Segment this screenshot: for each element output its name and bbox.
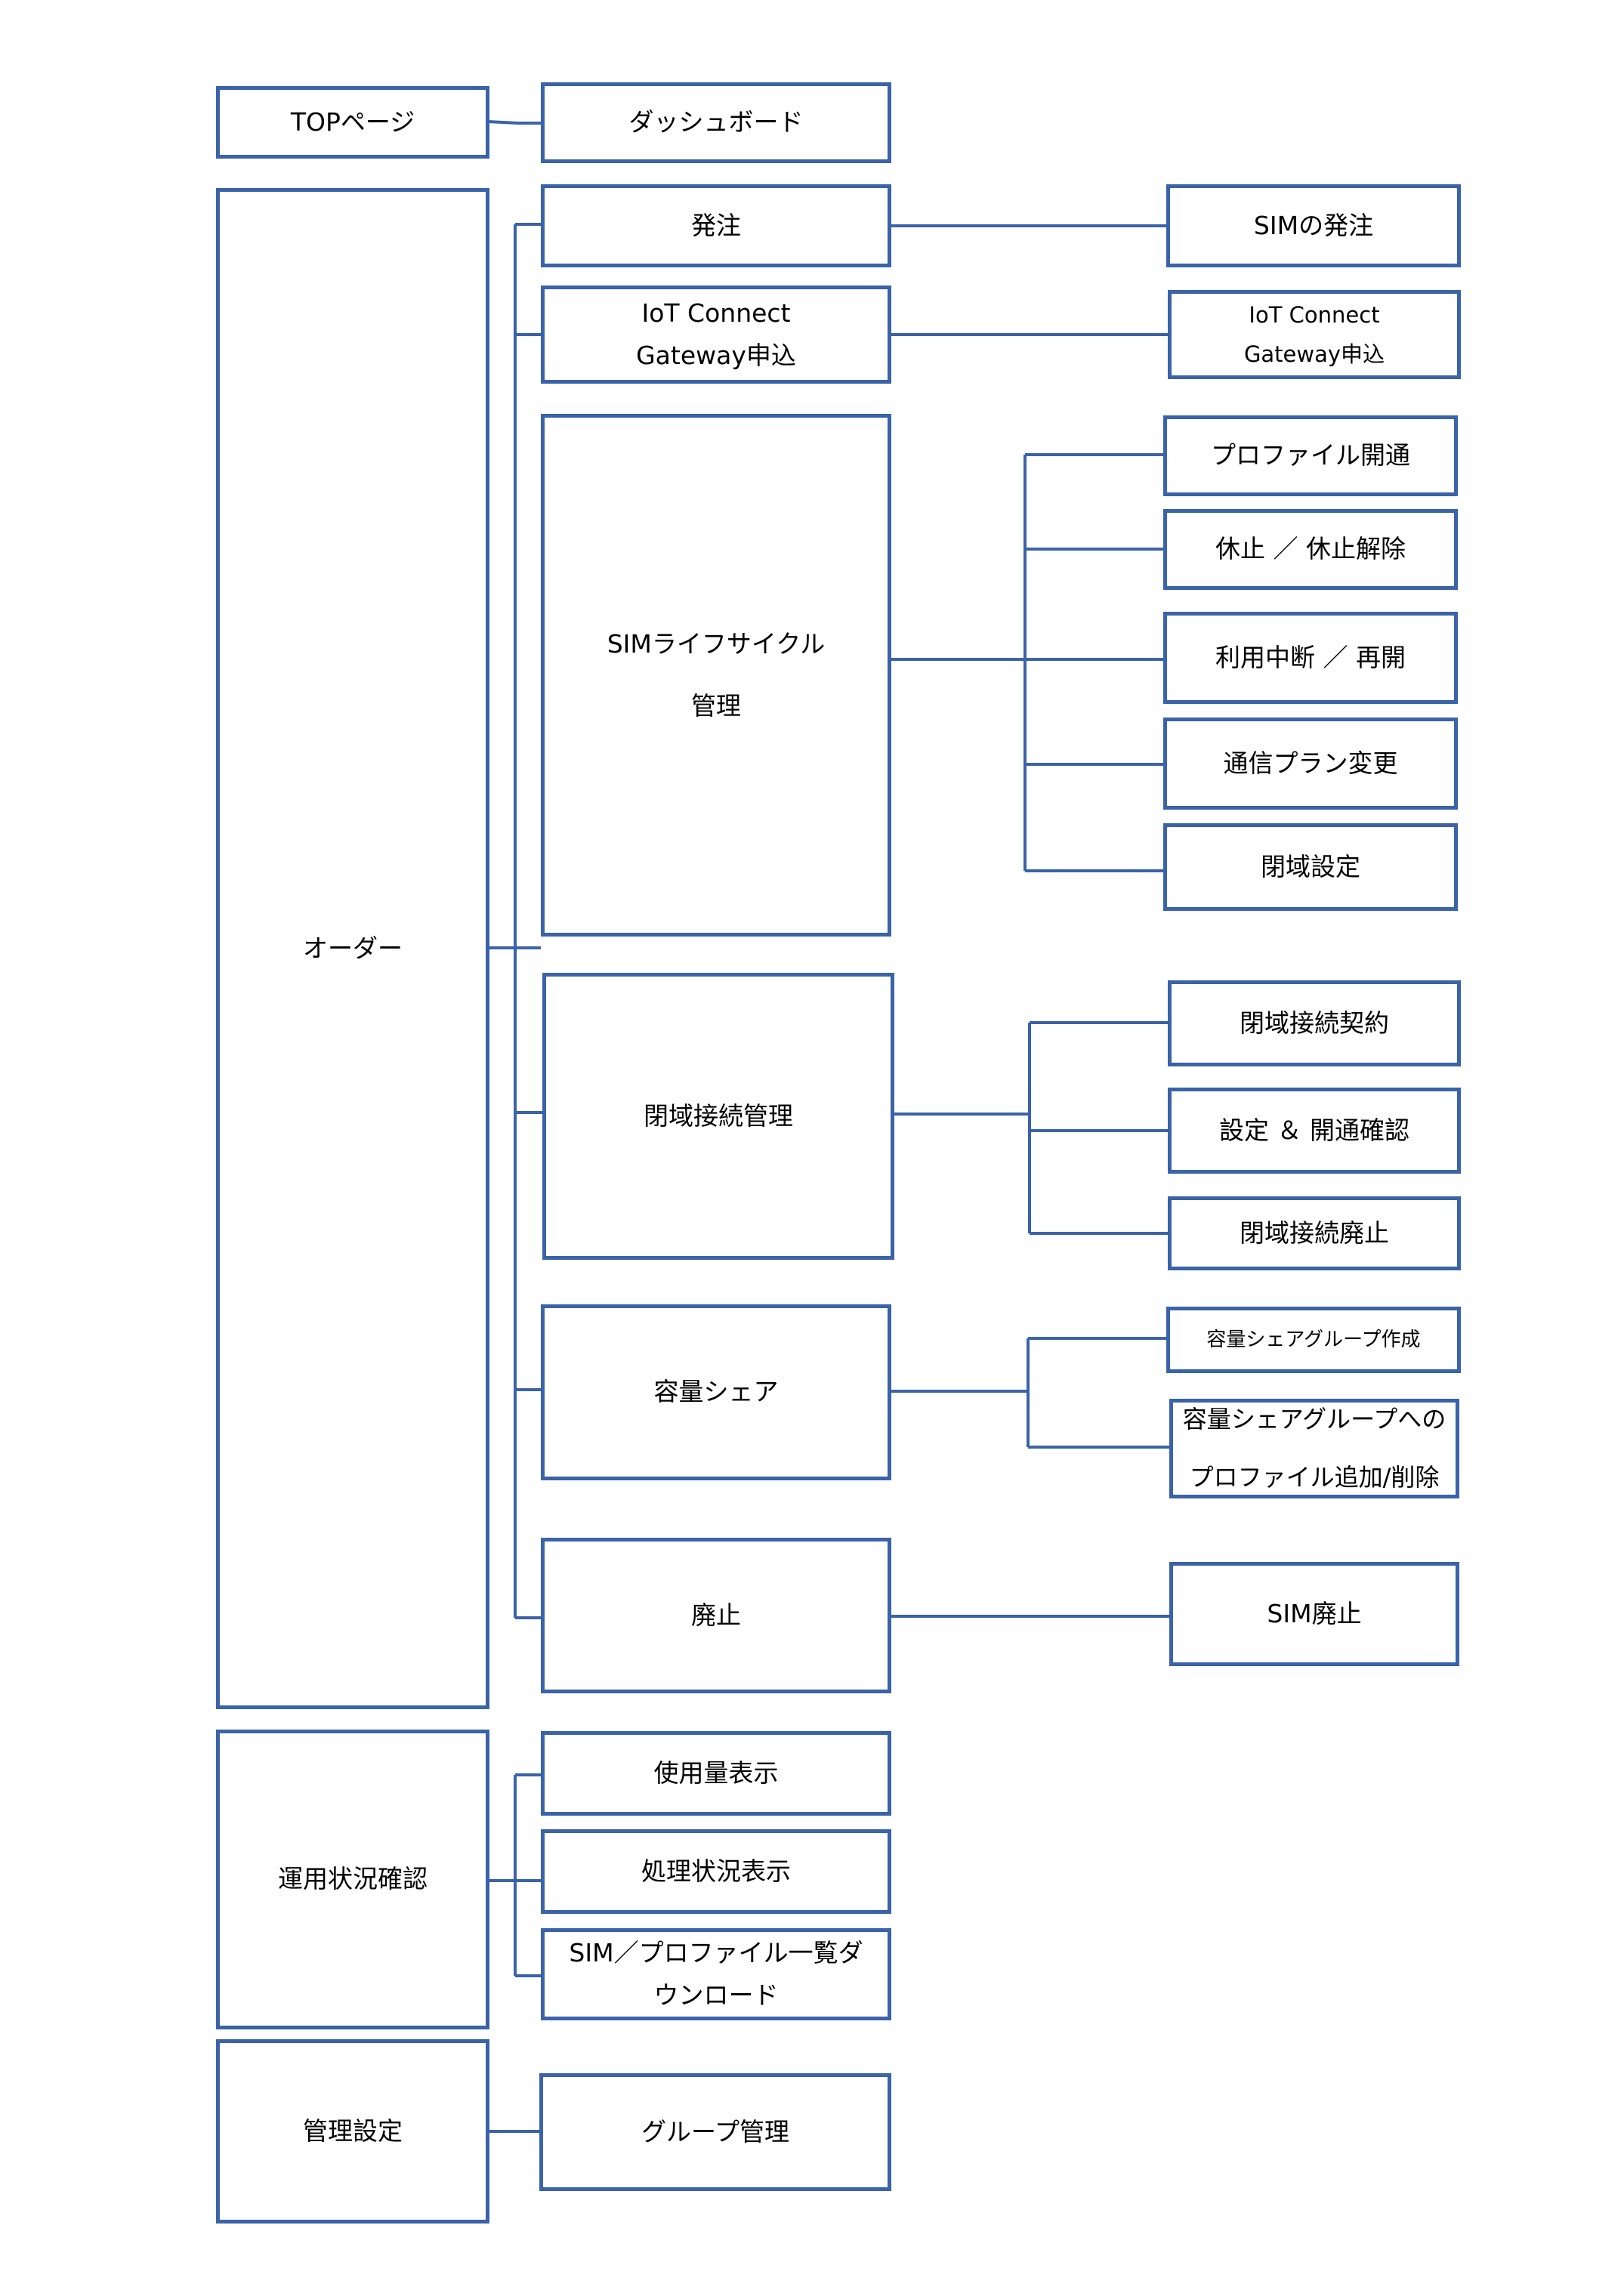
closed-abolish-node: 閉域接続廃止 xyxy=(1168,1196,1461,1270)
admin-settings-node: 管理設定 xyxy=(216,2039,489,2224)
closed-contract-node: 閉域接続契約 xyxy=(1168,980,1461,1066)
share-group-create-node: 容量シェアグループ作成 xyxy=(1166,1307,1461,1373)
share-group-add-label-1: 容量シェアグループへの xyxy=(1182,1405,1446,1434)
sim-lifecycle-label-1: SIMライフサイクル xyxy=(607,628,826,659)
profile-open-node: プロファイル開通 xyxy=(1163,415,1458,496)
top-page-node: TOPページ xyxy=(216,86,489,159)
closed-mgmt-node: 閉域接続管理 xyxy=(542,973,894,1260)
sim-lifecycle-label-2: 管理 xyxy=(691,691,741,721)
usage-display-node: 使用量表示 xyxy=(541,1731,891,1816)
setting-confirm-label: 設定 ＆ 開通確認 xyxy=(1219,1115,1409,1145)
iot-connect-right-label-2: Gateway申込 xyxy=(1243,341,1385,367)
sim-hatchu-node: SIMの発注 xyxy=(1166,184,1461,267)
closed-setting-node: 閉域設定 xyxy=(1163,823,1458,911)
hatchu-node: 発注 xyxy=(541,184,891,267)
dashboard-node: ダッシュボード xyxy=(541,82,891,163)
iot-connect-right-node: IoT Connect Gateway申込 xyxy=(1168,290,1461,379)
sim-haishi-node: SIM廃止 xyxy=(1169,1562,1459,1666)
process-display-label: 処理状況表示 xyxy=(641,1856,791,1886)
profile-open-label: プロファイル開通 xyxy=(1211,440,1410,471)
iot-connect-node: IoT Connect Gateway申込 xyxy=(541,285,891,384)
download-label-2: ウンロード xyxy=(653,1980,779,2010)
order-label: オーダー xyxy=(303,933,403,963)
usage-display-label: 使用量表示 xyxy=(653,1758,779,1788)
ops-status-label: 運用状況確認 xyxy=(278,1864,428,1894)
group-mgmt-node: グループ管理 xyxy=(539,2073,891,2191)
plan-change-node: 通信プラン変更 xyxy=(1163,718,1458,810)
closed-abolish-label: 閉域接続廃止 xyxy=(1240,1217,1389,1248)
hatchu-label: 発注 xyxy=(691,210,741,240)
sim-lifecycle-node: SIMライフサイクル 管理 xyxy=(541,414,891,937)
capacity-share-node: 容量シェア xyxy=(541,1304,891,1480)
sim-hatchu-label: SIMの発注 xyxy=(1253,210,1374,240)
haishi-node: 廃止 xyxy=(541,1538,891,1693)
iot-connect-label-1: IoT Connect xyxy=(641,298,791,328)
process-display-node: 処理状況表示 xyxy=(541,1829,891,1914)
order-node: オーダー xyxy=(216,188,489,1709)
suspend-label: 休止 ／ 休止解除 xyxy=(1215,534,1406,564)
closed-setting-label: 閉域設定 xyxy=(1261,851,1360,881)
interrupt-node: 利用中断 ／ 再開 xyxy=(1163,612,1458,704)
closed-contract-label: 閉域接続契約 xyxy=(1240,1008,1389,1038)
top-page-label: TOPページ xyxy=(290,106,415,137)
dashboard-label: ダッシュボード xyxy=(628,107,804,137)
closed-mgmt-label: 閉域接続管理 xyxy=(644,1100,793,1131)
group-mgmt-label: グループ管理 xyxy=(641,2116,790,2146)
capacity-share-label: 容量シェア xyxy=(653,1377,779,1407)
ops-status-node: 運用状況確認 xyxy=(216,1730,489,2029)
setting-confirm-node: 設定 ＆ 開通確認 xyxy=(1168,1088,1461,1174)
admin-settings-label: 管理設定 xyxy=(303,2116,403,2146)
iot-connect-label-2: Gateway申込 xyxy=(636,341,796,370)
share-group-add-node: 容量シェアグループへの プロファイル追加/削除 xyxy=(1169,1399,1459,1498)
download-label-1: SIM／プロファイル一覧ダ xyxy=(569,1937,863,1967)
iot-connect-right-label-1: IoT Connect xyxy=(1249,301,1380,328)
haishi-label: 廃止 xyxy=(691,1600,741,1630)
sim-haishi-label: SIM廃止 xyxy=(1267,1598,1362,1628)
plan-change-label: 通信プラン変更 xyxy=(1223,748,1398,778)
download-node: SIM／プロファイル一覧ダ ウンロード xyxy=(541,1928,891,2020)
interrupt-label: 利用中断 ／ 再開 xyxy=(1215,642,1406,672)
share-group-create-label: 容量シェアグループ作成 xyxy=(1206,1328,1421,1351)
suspend-node: 休止 ／ 休止解除 xyxy=(1163,509,1458,590)
share-group-add-label-2: プロファイル追加/削除 xyxy=(1189,1463,1440,1492)
